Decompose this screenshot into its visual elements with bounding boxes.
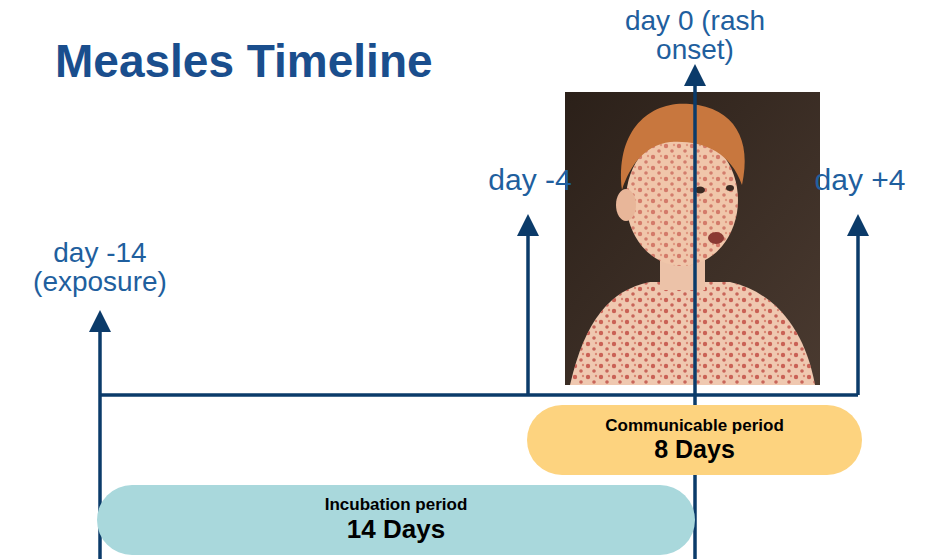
- period-length: 14 Days: [347, 515, 445, 544]
- timeline-label: day 0 (rash onset): [608, 6, 783, 65]
- timeline-axis: [100, 393, 858, 397]
- arrow-head: [847, 214, 869, 236]
- rash-onset-arrow: [693, 82, 697, 559]
- timeline-label: day +4: [815, 164, 906, 196]
- child-photo: [565, 92, 820, 385]
- period-pill: Incubation period14 Days: [97, 485, 695, 555]
- diagram-title: Measles Timeline: [55, 34, 433, 88]
- period-length: 8 Days: [654, 436, 735, 464]
- day-plus-4-arrow: [856, 232, 860, 395]
- timeline-label: day -14 (exposure): [20, 238, 180, 297]
- arrow-heads: [89, 64, 869, 332]
- arrow-head: [517, 214, 539, 236]
- period-name: Communicable period: [605, 417, 784, 436]
- day-minus-4-arrow: [526, 232, 530, 395]
- timeline-label: day -4: [488, 164, 571, 196]
- arrow-head: [89, 310, 111, 332]
- period-pill: Communicable period8 Days: [527, 405, 862, 475]
- arrow-head: [684, 64, 706, 86]
- period-name: Incubation period: [325, 496, 468, 515]
